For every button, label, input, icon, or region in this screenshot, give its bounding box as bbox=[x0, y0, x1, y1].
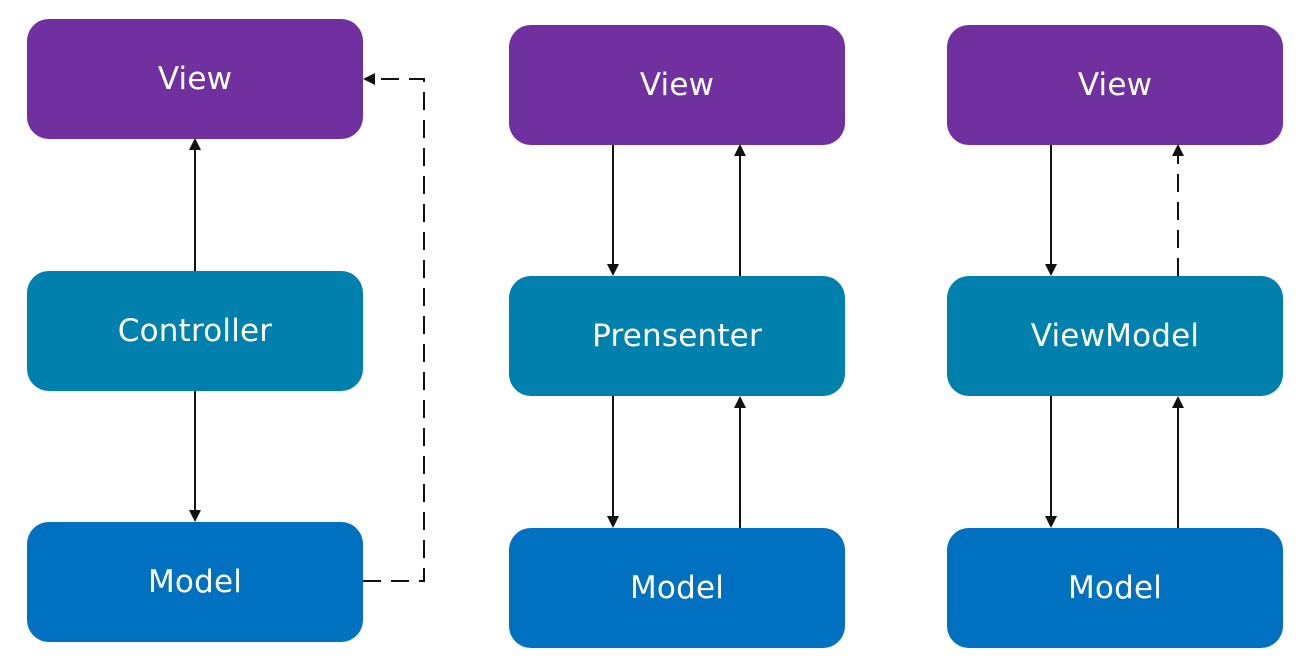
mvp-presenter-box: Prensenter bbox=[509, 276, 845, 396]
mvc-view-box: View bbox=[27, 19, 363, 139]
mvc-view-label: View bbox=[157, 61, 233, 97]
mvvm-viewmodel-label: ViewModel bbox=[1030, 318, 1200, 354]
mvp-model-label: Model bbox=[629, 570, 725, 606]
mvp-presenter-label: Prensenter bbox=[592, 318, 762, 354]
mvp-view-box: View bbox=[509, 25, 845, 145]
mvvm-model-label: Model bbox=[1067, 570, 1163, 606]
mvc-model-label: Model bbox=[147, 564, 243, 600]
mvc-controller-box: Controller bbox=[27, 271, 363, 391]
mvc-model-box: Model bbox=[27, 522, 363, 642]
mvvm-model-box: Model bbox=[947, 528, 1283, 648]
mvp-model-box: Model bbox=[509, 528, 845, 648]
mvvm-view-box: View bbox=[947, 25, 1283, 145]
mvvm-view-label: View bbox=[1077, 67, 1153, 103]
mvp-view-label: View bbox=[639, 67, 715, 103]
mvvm-viewmodel-box: ViewModel bbox=[947, 276, 1283, 396]
mvc-controller-label: Controller bbox=[117, 313, 273, 349]
mvc-model-to-view-dashed-arrow bbox=[363, 73, 425, 582]
